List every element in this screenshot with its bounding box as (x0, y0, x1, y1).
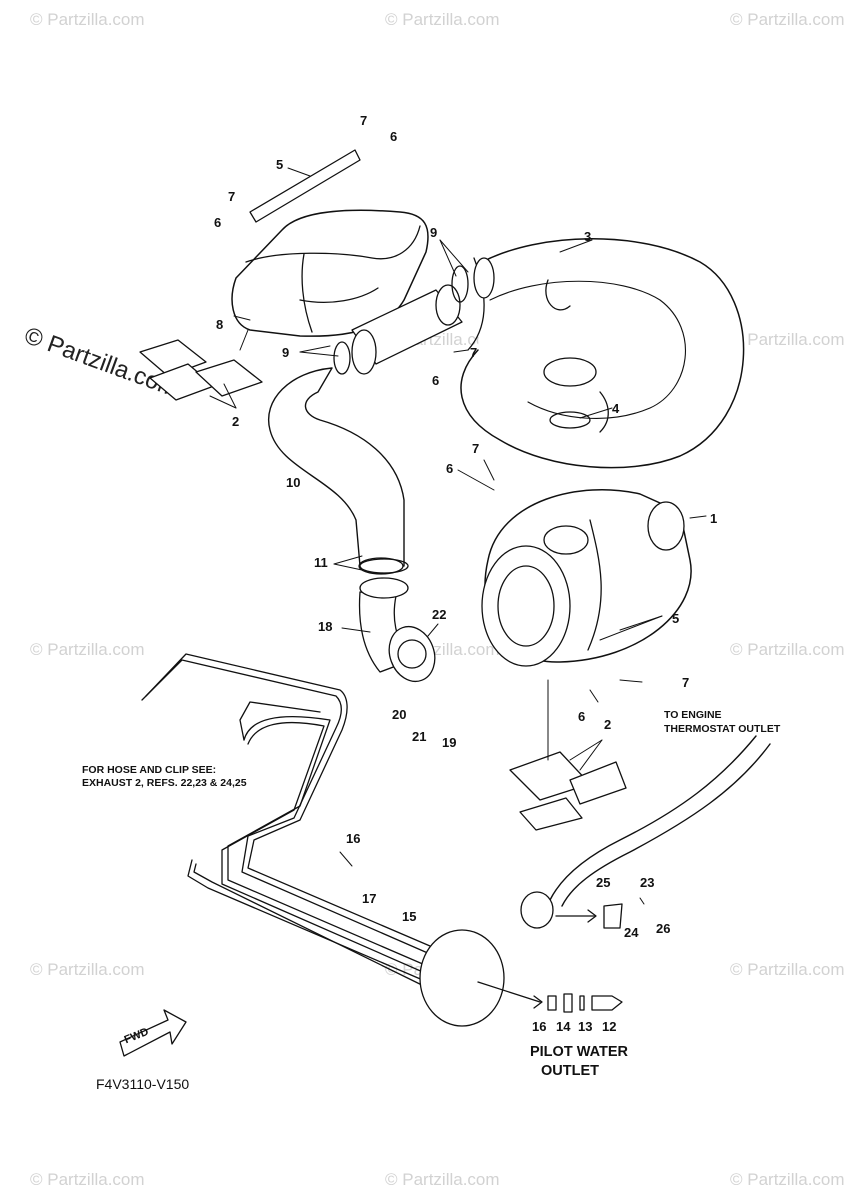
callout-26: 26 (656, 921, 671, 936)
callout-16: 16 (532, 1019, 547, 1034)
callout-5: 5 (672, 611, 680, 626)
callout-6: 6 (446, 461, 454, 476)
watermark: © Partzilla.com (730, 10, 845, 29)
callout-9: 9 (282, 345, 290, 360)
callout-6: 6 (214, 215, 222, 230)
callout-17: 17 (362, 891, 377, 906)
thermostat-hose (520, 735, 771, 929)
callout-7: 7 (470, 345, 478, 360)
callout-7: 7 (682, 675, 690, 690)
leader-lines (209, 167, 707, 905)
callout-5: 5 (276, 157, 284, 172)
callout-24: 24 (624, 925, 639, 940)
callout-15: 15 (402, 909, 417, 924)
watermark: © Partzilla.com (730, 330, 845, 349)
note-line: THERMOSTAT OUTLET (664, 723, 781, 735)
fitting-assembly (477, 981, 623, 1013)
note-line: FOR HOSE AND CLIP SEE: (82, 764, 217, 776)
callout-1: 1 (710, 511, 718, 526)
callout-2: 2 (604, 717, 612, 732)
callout-10: 10 (286, 475, 301, 490)
duct-upper (351, 257, 495, 375)
clamps (333, 265, 591, 574)
note-line: TO ENGINE (664, 709, 722, 721)
note-line: OUTLET (541, 1063, 599, 1079)
watermark: © Partzilla.com (30, 640, 145, 659)
watermark: © Partzilla.com (385, 1170, 500, 1189)
callout-3: 3 (584, 229, 592, 244)
callout-7: 7 (360, 113, 368, 128)
watermark: © Partzilla.com (385, 10, 500, 29)
pilot-outlet-disc (419, 929, 505, 1027)
air-cleaner-1 (481, 488, 692, 667)
callout-13: 13 (578, 1019, 593, 1034)
note-line: PILOT WATER (529, 1044, 628, 1060)
callout-25: 25 (596, 875, 611, 890)
callout-6: 6 (390, 129, 398, 144)
fwd-arrow (119, 1009, 187, 1057)
intake-tube-3 (460, 238, 745, 469)
strap-5 (249, 149, 361, 223)
callout-6: 6 (432, 373, 440, 388)
callout-21: 21 (412, 729, 427, 744)
hoses-15 (141, 653, 433, 991)
callout-7: 7 (472, 441, 480, 456)
callout-23: 23 (640, 875, 655, 890)
callout-8: 8 (216, 317, 224, 332)
elbow-tube-10 (267, 367, 405, 575)
callout-20: 20 (392, 707, 407, 722)
note-line: EXHAUST 2, REFS. 22,23 & 24,25 (82, 777, 247, 789)
callout-4: 4 (612, 401, 620, 416)
watermark: © Partzilla.com (30, 1170, 145, 1189)
callout-19: 19 (442, 735, 457, 750)
watermark: © Partzilla.com (730, 960, 845, 979)
callout-16: 16 (346, 831, 361, 846)
air-box-8 (231, 209, 429, 337)
watermark: © Partzilla.com (30, 10, 145, 29)
callout-6: 6 (578, 709, 586, 724)
callout-7: 7 (228, 189, 236, 204)
watermark: © Partzilla.com (730, 1170, 845, 1189)
elbow-18 (358, 577, 436, 683)
callout-22: 22 (432, 607, 447, 622)
callout-14: 14 (556, 1019, 571, 1034)
callout-9: 9 (430, 225, 438, 240)
callout-2: 2 (232, 414, 240, 429)
callout-18: 18 (318, 619, 333, 634)
callout-11: 11 (314, 555, 328, 570)
pads-2 (139, 339, 627, 831)
watermark: © Partzilla.com (730, 640, 845, 659)
callout-12: 12 (602, 1019, 617, 1034)
diagram-code: F4V3110-V150 (96, 1076, 190, 1092)
watermark: © Partzilla.com (30, 960, 145, 979)
